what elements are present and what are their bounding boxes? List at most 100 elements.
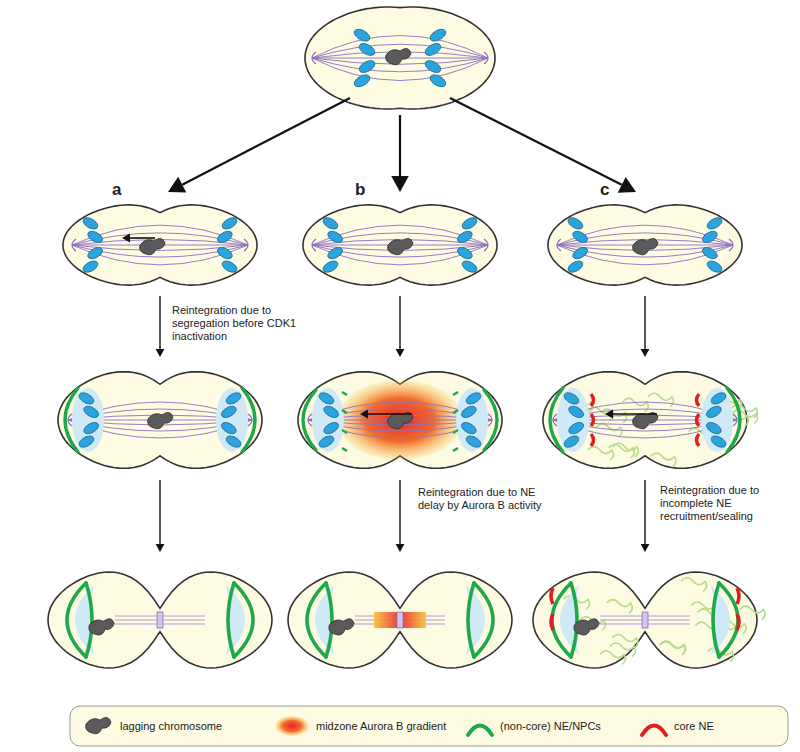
cell-outline (58, 372, 262, 469)
arrow-line (159, 480, 160, 544)
chromosome (216, 229, 235, 245)
core-ne (737, 588, 739, 604)
nuclear-envelope (571, 583, 577, 657)
cell-outline (305, 7, 495, 109)
chromosome (428, 72, 448, 89)
chromosome (566, 259, 585, 275)
cell-outline (288, 572, 512, 668)
nuclear-envelope (719, 583, 738, 657)
spindle-pole (68, 414, 72, 426)
chromosome (562, 434, 581, 450)
lagging-chromosome (89, 619, 114, 635)
nuclear-envelope (326, 583, 332, 657)
chromosome (705, 259, 724, 275)
nuclear-envelope (727, 388, 740, 452)
chromosome (216, 245, 235, 261)
cell-outline (543, 372, 747, 469)
er-network (651, 453, 677, 467)
arrow-head (641, 349, 650, 357)
legend-text: lagging chromosome (120, 720, 222, 733)
arrow-head (156, 349, 165, 357)
chromosome (81, 215, 100, 231)
lagging-chromosome (633, 412, 658, 428)
chromosome (562, 390, 581, 406)
arrow-line (644, 296, 645, 349)
lagging-chromosome (148, 412, 173, 428)
er-network (610, 643, 636, 657)
panel-letter: a (112, 180, 121, 200)
chromosome (82, 420, 101, 436)
spindle-pole (729, 239, 733, 251)
chromosome (322, 404, 341, 420)
arrow-head (396, 349, 405, 357)
chromosome (567, 404, 586, 420)
chromosome (464, 390, 483, 406)
chromosome (220, 259, 239, 275)
nuclear-envelope (86, 583, 92, 657)
chromosome (357, 41, 377, 58)
arrow-head (360, 410, 368, 419)
spindle-pole (308, 414, 312, 426)
chromosome (357, 58, 377, 75)
chromosome (571, 245, 590, 261)
nucleus (456, 388, 488, 452)
chromosome (326, 229, 345, 245)
er-network (600, 651, 626, 665)
spindle-pole (488, 414, 492, 426)
legend-sample (642, 726, 666, 736)
chromosome (352, 27, 372, 44)
nuclear-envelope (65, 388, 78, 452)
er-network (607, 600, 633, 614)
nuclear-envelope (242, 388, 255, 452)
spindle-pole (733, 414, 737, 426)
chromosome (428, 27, 448, 44)
spindle-pole (244, 239, 248, 251)
chromosome (81, 259, 100, 275)
nuclear-envelope (713, 583, 719, 657)
chromosome (322, 420, 341, 436)
nuclear-envelope (474, 583, 493, 657)
nuclear-envelope (468, 583, 474, 657)
chromosome (567, 420, 586, 436)
arrow-head (168, 177, 186, 193)
nucleus (72, 388, 104, 452)
spindle-pole (553, 414, 557, 426)
arrow-line (182, 98, 350, 185)
chromosome (224, 434, 243, 450)
spindle-pole (484, 52, 488, 64)
spindle-pole (312, 52, 316, 64)
chromosome (423, 58, 443, 75)
arrow-head (618, 177, 636, 193)
core-ne (737, 614, 739, 630)
chromosome (77, 434, 96, 450)
er-network (740, 606, 766, 620)
nucleus (216, 388, 248, 452)
er-network (681, 578, 707, 592)
cell-outline (548, 205, 742, 285)
chromosome (321, 259, 340, 275)
chromosome (705, 404, 724, 420)
ne-fragment (453, 410, 458, 413)
ne-fragment (342, 448, 347, 451)
nuclear-envelope (550, 388, 563, 452)
midbody (642, 612, 648, 628)
ne-fragment (453, 430, 458, 433)
arrow-head (605, 410, 613, 419)
arrow-line (130, 237, 155, 239)
chromosome (571, 229, 590, 245)
core-ne (591, 434, 594, 446)
arrow-line (644, 480, 645, 544)
chromosome (220, 404, 239, 420)
chromosome (77, 390, 96, 406)
lagging-chromosome (86, 717, 111, 733)
chromosome (709, 390, 728, 406)
spindle-pole (248, 414, 252, 426)
lagging-chromosome (388, 412, 413, 428)
core-ne (591, 394, 594, 406)
chromosome (460, 420, 479, 436)
chromosome (352, 72, 372, 89)
panel-letter: b (355, 180, 365, 200)
nuclear-envelope (234, 583, 253, 657)
cell-outline (63, 205, 257, 285)
